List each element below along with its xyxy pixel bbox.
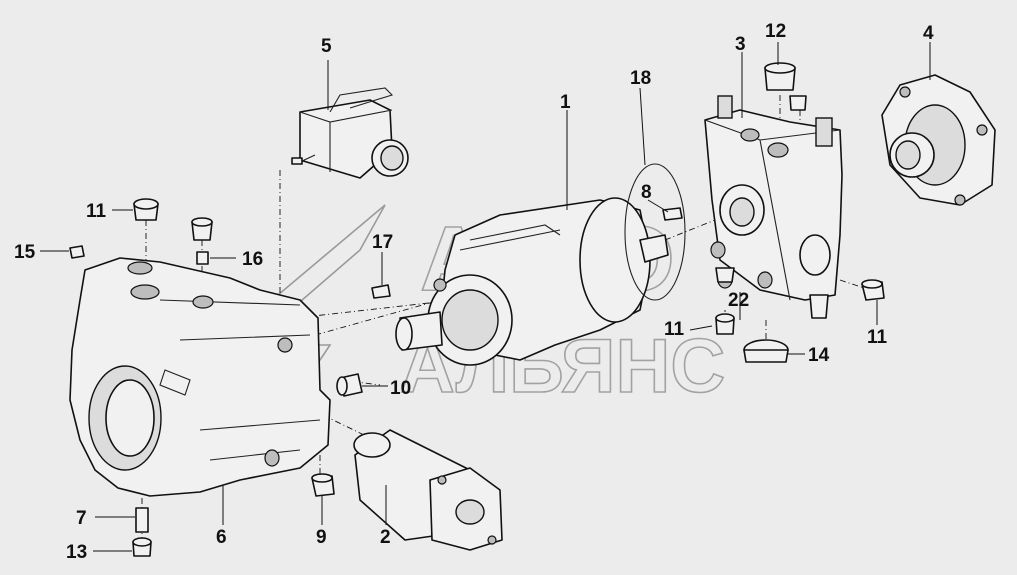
pump-part-1 — [395, 197, 669, 366]
callout-5: 5 — [321, 36, 332, 57]
callout-16: 16 — [242, 249, 263, 270]
callout-9: 9 — [316, 527, 327, 548]
plug-part-15 — [69, 245, 85, 259]
callout-4: 4 — [923, 23, 934, 44]
callout-18: 18 — [630, 68, 651, 89]
flange-part-4 — [881, 74, 996, 206]
callout-17: 17 — [372, 232, 393, 253]
callout-22: 22 — [728, 290, 749, 311]
callout-1: 1 — [560, 92, 571, 113]
callout-15: 15 — [14, 242, 36, 263]
plug-part-22 — [715, 267, 735, 283]
callout-7: 7 — [76, 508, 87, 529]
leader-lines — [40, 42, 931, 552]
fasteners — [69, 62, 885, 557]
callout-8: 8 — [641, 182, 652, 203]
housing-part-6 — [69, 257, 331, 497]
callout-11-mid: 11 — [664, 319, 685, 340]
callouts: 1 2 3 4 5 6 7 8 9 10 11 11 11 12 13 14 1… — [14, 21, 934, 563]
callout-11-top: 11 — [86, 201, 107, 222]
callout-13: 13 — [66, 542, 87, 563]
callout-12: 12 — [765, 21, 786, 42]
callout-10: 10 — [390, 378, 411, 399]
callout-6: 6 — [216, 527, 227, 548]
callout-11-right: 11 — [867, 327, 888, 348]
pin-part-8 — [662, 207, 683, 221]
callout-14: 14 — [808, 345, 830, 366]
valve-block-part-3 — [704, 95, 843, 319]
pin-part-17 — [371, 284, 391, 299]
cylinder-part-2 — [353, 429, 503, 551]
callout-3: 3 — [735, 34, 746, 55]
pin-part-7 — [135, 507, 149, 533]
callout-2: 2 — [380, 527, 391, 548]
o-ring-part-18 — [624, 163, 686, 301]
screw-part-16 — [196, 251, 209, 265]
control-block-part-5 — [291, 87, 409, 179]
